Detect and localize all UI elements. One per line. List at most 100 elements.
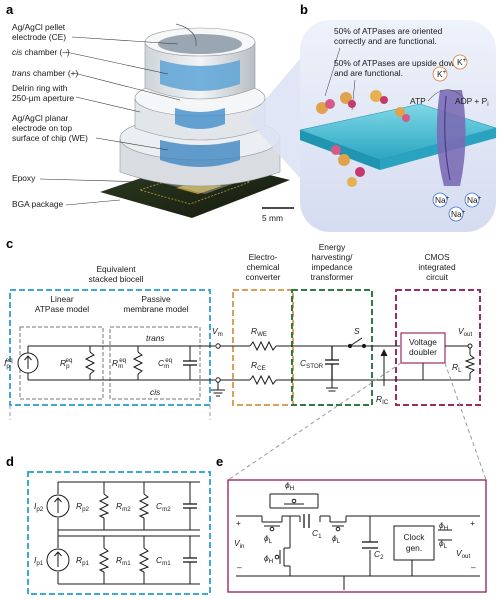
adp-label: ADP + Pi bbox=[455, 96, 489, 108]
header-cmos-2: integrated bbox=[418, 262, 456, 272]
svg-text:Ag/AgCl planar: Ag/AgCl planar bbox=[12, 113, 69, 123]
atpase-pump bbox=[436, 90, 466, 186]
resistor-rce bbox=[249, 374, 277, 386]
clock-phi-l: ϕL bbox=[439, 538, 448, 550]
svg-text:electrode (CE): electrode (CE) bbox=[12, 32, 66, 42]
trans-chamber-rest: chamber (+) bbox=[31, 68, 79, 78]
cm2-label: Cm2 bbox=[156, 501, 171, 513]
panel-e-label: e bbox=[216, 454, 223, 469]
switch-s-label: S bbox=[354, 326, 360, 336]
phi-h-top-label: ϕH bbox=[285, 480, 294, 492]
vm-label: Vm bbox=[212, 326, 223, 338]
biocell-wiring bbox=[27, 345, 215, 381]
vin-label: Vin bbox=[234, 538, 245, 550]
epoxy-label: Epoxy bbox=[12, 173, 36, 183]
ric-label: RIC bbox=[376, 394, 389, 406]
panel-a: a Ag/AgCl pellet electr bbox=[6, 2, 294, 223]
resistor-rwe bbox=[249, 340, 277, 352]
we-line2: electrode on top bbox=[12, 123, 72, 133]
resistor-rp1 bbox=[98, 547, 110, 573]
c2-label: C2 bbox=[374, 549, 384, 561]
vout-label-e: Vout bbox=[456, 548, 470, 560]
svg-text:surface of chip (WE): surface of chip (WE) bbox=[12, 133, 88, 143]
switch-phi-l-input bbox=[261, 516, 283, 532]
converter-wiring bbox=[220, 345, 470, 381]
resistor-rm-eq bbox=[132, 351, 144, 375]
panel-b-label: b bbox=[300, 2, 308, 17]
svg-text:Na+: Na+ bbox=[451, 209, 466, 219]
panel-e-box bbox=[227, 479, 487, 593]
clock-phi-h: ϕH bbox=[439, 520, 448, 532]
delrin-line1: Delrin ring with bbox=[12, 83, 68, 93]
clock-line2: gen. bbox=[406, 543, 422, 553]
sub-membrane-1: Passive bbox=[141, 294, 171, 304]
vout-plus: + bbox=[470, 518, 475, 528]
clock-gen-block bbox=[393, 525, 435, 561]
svg-text:Delrin ring with: Delrin ring with bbox=[12, 83, 68, 93]
we-line3: surface of chip (WE) bbox=[12, 133, 88, 143]
svg-text:BGA package: BGA package bbox=[12, 199, 64, 209]
header-eh-2: harvesting/ bbox=[312, 252, 354, 262]
svg-text:electrode on top: electrode on top bbox=[12, 123, 72, 133]
capacitor-cm2 bbox=[183, 503, 197, 509]
cstor-ground bbox=[326, 380, 338, 392]
node-trans: trans bbox=[146, 333, 165, 343]
phi-h-bottom-label: ϕH bbox=[264, 553, 273, 565]
svg-text:Ag/AgCl pellet: Ag/AgCl pellet bbox=[12, 22, 66, 32]
sub-atpase-2: ATPase model bbox=[35, 304, 89, 314]
converter-box bbox=[232, 289, 294, 406]
switch-phi-h-top bbox=[270, 498, 318, 509]
ce-line2: electrode (CE) bbox=[12, 32, 66, 42]
cis-node bbox=[215, 377, 221, 383]
svg-text:Na+: Na+ bbox=[435, 195, 450, 205]
ip2-label: Ip2 bbox=[34, 501, 44, 513]
membrane-model-box bbox=[109, 326, 201, 400]
svg-text:K+: K+ bbox=[457, 57, 467, 67]
vin-minus: – bbox=[237, 562, 242, 572]
header-eh-3: impedance bbox=[312, 262, 353, 272]
rm1-label: Rm1 bbox=[116, 555, 131, 567]
panel-d: d Ip2 Rp2 Rm2 Cm2 bbox=[6, 454, 211, 595]
vd-line1: Voltage bbox=[409, 337, 437, 347]
header-eh-4: transformer bbox=[311, 272, 354, 282]
rce-label: RCE bbox=[251, 360, 266, 372]
header-cmos-3: circuit bbox=[426, 272, 449, 282]
header-biocell-1: Equivalent bbox=[96, 264, 136, 274]
capacitor-cstor bbox=[325, 346, 339, 380]
cm1-label: Cm1 bbox=[156, 555, 171, 567]
note2-line1: 50% of ATPases are upside down bbox=[334, 58, 459, 68]
panel-a-callouts: Ag/AgCl pellet electrode (CE) cis chambe… bbox=[12, 22, 88, 209]
cmos-box bbox=[395, 289, 481, 406]
rl-label: RL bbox=[452, 362, 462, 374]
vout-minus: – bbox=[471, 562, 476, 572]
vd-line2: doubler bbox=[409, 347, 437, 357]
header-ec-1: Electro- bbox=[249, 252, 278, 262]
panel-d-box bbox=[27, 471, 211, 595]
svg-text:cis chamber (–): cis chamber (–) bbox=[12, 47, 70, 57]
rp2-label: Rp2 bbox=[76, 501, 90, 513]
resistor-rl bbox=[464, 354, 476, 374]
rp1-label: Rp1 bbox=[76, 555, 90, 567]
switch-s bbox=[345, 337, 367, 349]
svg-text:Epoxy: Epoxy bbox=[12, 173, 36, 183]
header-ec-3: converter bbox=[246, 272, 281, 282]
vm-node bbox=[215, 343, 221, 349]
capacitor-cm1 bbox=[183, 557, 197, 563]
panel-a-leader-lines bbox=[39, 36, 181, 206]
trans-chamber-em: trans bbox=[12, 68, 31, 78]
panel-c: c Equivalent stacked biocell Electro- ch… bbox=[4, 236, 481, 406]
header-cmos-1: CMOS bbox=[424, 252, 450, 262]
svg-text:Na+: Na+ bbox=[467, 195, 482, 205]
k-ions: K+ K+ bbox=[432, 54, 468, 82]
delrin-line2: 250-µm aperture bbox=[12, 93, 74, 103]
note1-line1: 50% of ATPases are oriented bbox=[334, 26, 443, 36]
rp-eq-label: Rpeq bbox=[60, 357, 73, 370]
vin-plus: + bbox=[236, 518, 241, 528]
vout-node bbox=[467, 343, 473, 349]
rm2-label: Rm2 bbox=[116, 501, 131, 513]
header-biocell-2: stacked biocell bbox=[89, 274, 144, 284]
ce-line1: Ag/AgCl pellet bbox=[12, 22, 66, 32]
phi-l-input-label: ϕL bbox=[264, 533, 273, 545]
header-eh-1: Energy bbox=[319, 242, 346, 252]
